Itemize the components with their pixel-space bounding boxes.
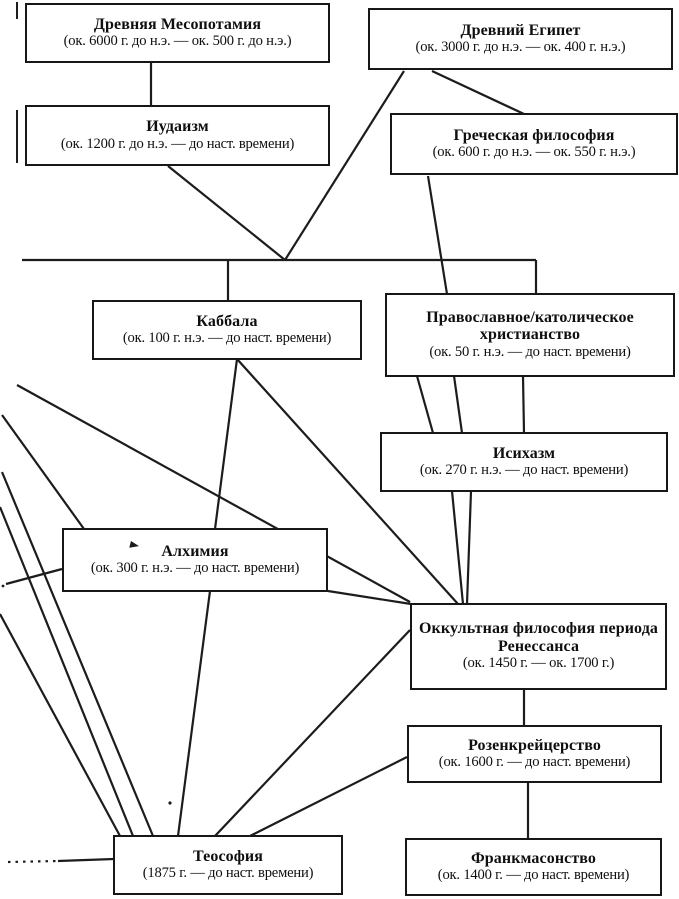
node-title: Иудаизм bbox=[146, 118, 209, 136]
node-dates: (ок. 50 г. н.э. — до наст. времени) bbox=[429, 343, 631, 360]
edge-greek-christianity bbox=[426, 175, 449, 295]
ink-speck bbox=[129, 541, 140, 550]
node-dates: (ок. 270 г. н.э. — до наст. времени) bbox=[419, 462, 629, 479]
edge-kabbalah-occult bbox=[236, 358, 459, 605]
node-occult-philosophy: Оккультная философия периода Ренессанса … bbox=[410, 603, 667, 690]
edge-egypt-greek bbox=[431, 70, 525, 115]
edge-rosicrucian-theosophy bbox=[249, 756, 408, 837]
node-title: Древний Египет bbox=[460, 21, 581, 39]
edge-margin-theosophy-3 bbox=[0, 613, 121, 837]
ink-dot-left bbox=[1, 584, 5, 588]
edge-margin-theosophy-2 bbox=[0, 506, 135, 837]
edge-margin-theosophy-dashed bbox=[7, 859, 59, 864]
node-hesychasm: Исихазм (ок. 270 г. н.э. — до наст. врем… bbox=[380, 432, 668, 492]
ink-dot-center bbox=[168, 801, 172, 805]
node-dates: (ок. 300 г. н.э. — до наст. времени) bbox=[90, 560, 300, 577]
edge-hesychasm-occult-2 bbox=[465, 490, 473, 605]
node-title: Православное/католическое христианство bbox=[426, 308, 634, 344]
node-title: Теософия bbox=[192, 847, 263, 865]
edge-christianity-hesychasm-1 bbox=[415, 375, 435, 434]
node-dates: (ок. 600 г. до н.э. — ок. 550 г. н.э.) bbox=[432, 144, 636, 161]
edge-christianity-hesychasm-3 bbox=[521, 375, 526, 434]
node-title: Древняя Месопотамия bbox=[93, 15, 262, 33]
edge-alchemy-occult bbox=[327, 589, 412, 606]
node-freemasonry: Франкмасонство (ок. 1400 г. — до наст. в… bbox=[405, 838, 662, 896]
edge-alchemy-theosophy bbox=[176, 590, 212, 837]
node-title: Каббала bbox=[196, 312, 258, 330]
edge-hesychasm-occult-1 bbox=[450, 490, 465, 605]
node-christianity: Православное/католическое христианство (… bbox=[385, 293, 675, 377]
node-dates: (ок. 1450 г. — ок. 1700 г.) bbox=[462, 655, 615, 672]
node-kabbalah: Каббала (ок. 100 г. н.э. — до наст. врем… bbox=[92, 300, 362, 360]
node-title: Оккультная философия периода Ренессанса bbox=[418, 620, 658, 655]
edge-margin-theosophy-solid bbox=[57, 857, 115, 863]
node-alchemy: Алхимия (ок. 300 г. н.э. — до наст. врем… bbox=[62, 528, 328, 592]
edge-margin-alchemy-top bbox=[1, 414, 85, 530]
node-title: Греческая философия bbox=[453, 126, 615, 144]
node-rosicrucianism: Розенкрейцерство (ок. 1600 г. — до наст.… bbox=[407, 725, 662, 783]
node-title: Алхимия bbox=[161, 542, 229, 560]
edge-margin-theosophy-1 bbox=[0, 471, 155, 837]
node-dates: (1875 г. — до наст. времени) bbox=[142, 865, 314, 882]
node-dates: (ок. 6000 г. до н.э. — ок. 500 г. до н.э… bbox=[63, 33, 292, 50]
scan-edge-mark bbox=[16, 2, 18, 19]
scan-edge-mark bbox=[16, 110, 18, 163]
node-mesopotamia: Древняя Месопотамия (ок. 6000 г. до н.э.… bbox=[25, 3, 330, 63]
node-dates: (ок. 1400 г. — до наст. времени) bbox=[437, 867, 630, 884]
node-theosophy: Теософия (1875 г. — до наст. времени) bbox=[113, 835, 343, 895]
node-dates: (ок. 1600 г. — до наст. времени) bbox=[438, 754, 631, 771]
node-dates: (ок. 100 г. н.э. — до наст. времени) bbox=[122, 330, 332, 347]
edge-margin-alchemy-left bbox=[5, 567, 63, 586]
node-title: Франкмасонство bbox=[470, 849, 597, 867]
node-title: Исихазм bbox=[492, 444, 556, 462]
node-title: Розенкрейцерство bbox=[468, 736, 601, 754]
edge-occult-theosophy bbox=[214, 629, 411, 837]
node-egypt: Древний Египет (ок. 3000 г. до н.э. — ок… bbox=[368, 8, 673, 70]
edge-margin-occult bbox=[16, 384, 411, 603]
node-dates: (ок. 3000 г. до н.э. — ок. 400 г. н.э.) bbox=[415, 39, 626, 56]
node-dates: (ок. 1200 г. до н.э. — до наст. времени) bbox=[60, 135, 295, 152]
edge-christianity-hesychasm-2 bbox=[452, 375, 464, 434]
node-greek-philosophy: Греческая философия (ок. 600 г. до н.э. … bbox=[390, 113, 678, 175]
node-judaism: Иудаизм (ок. 1200 г. до н.э. — до наст. … bbox=[25, 105, 330, 166]
edge-kabbalah-alchemy bbox=[213, 358, 239, 530]
edge-judaism-junction bbox=[167, 165, 286, 261]
edge-egypt-junction bbox=[284, 70, 405, 261]
